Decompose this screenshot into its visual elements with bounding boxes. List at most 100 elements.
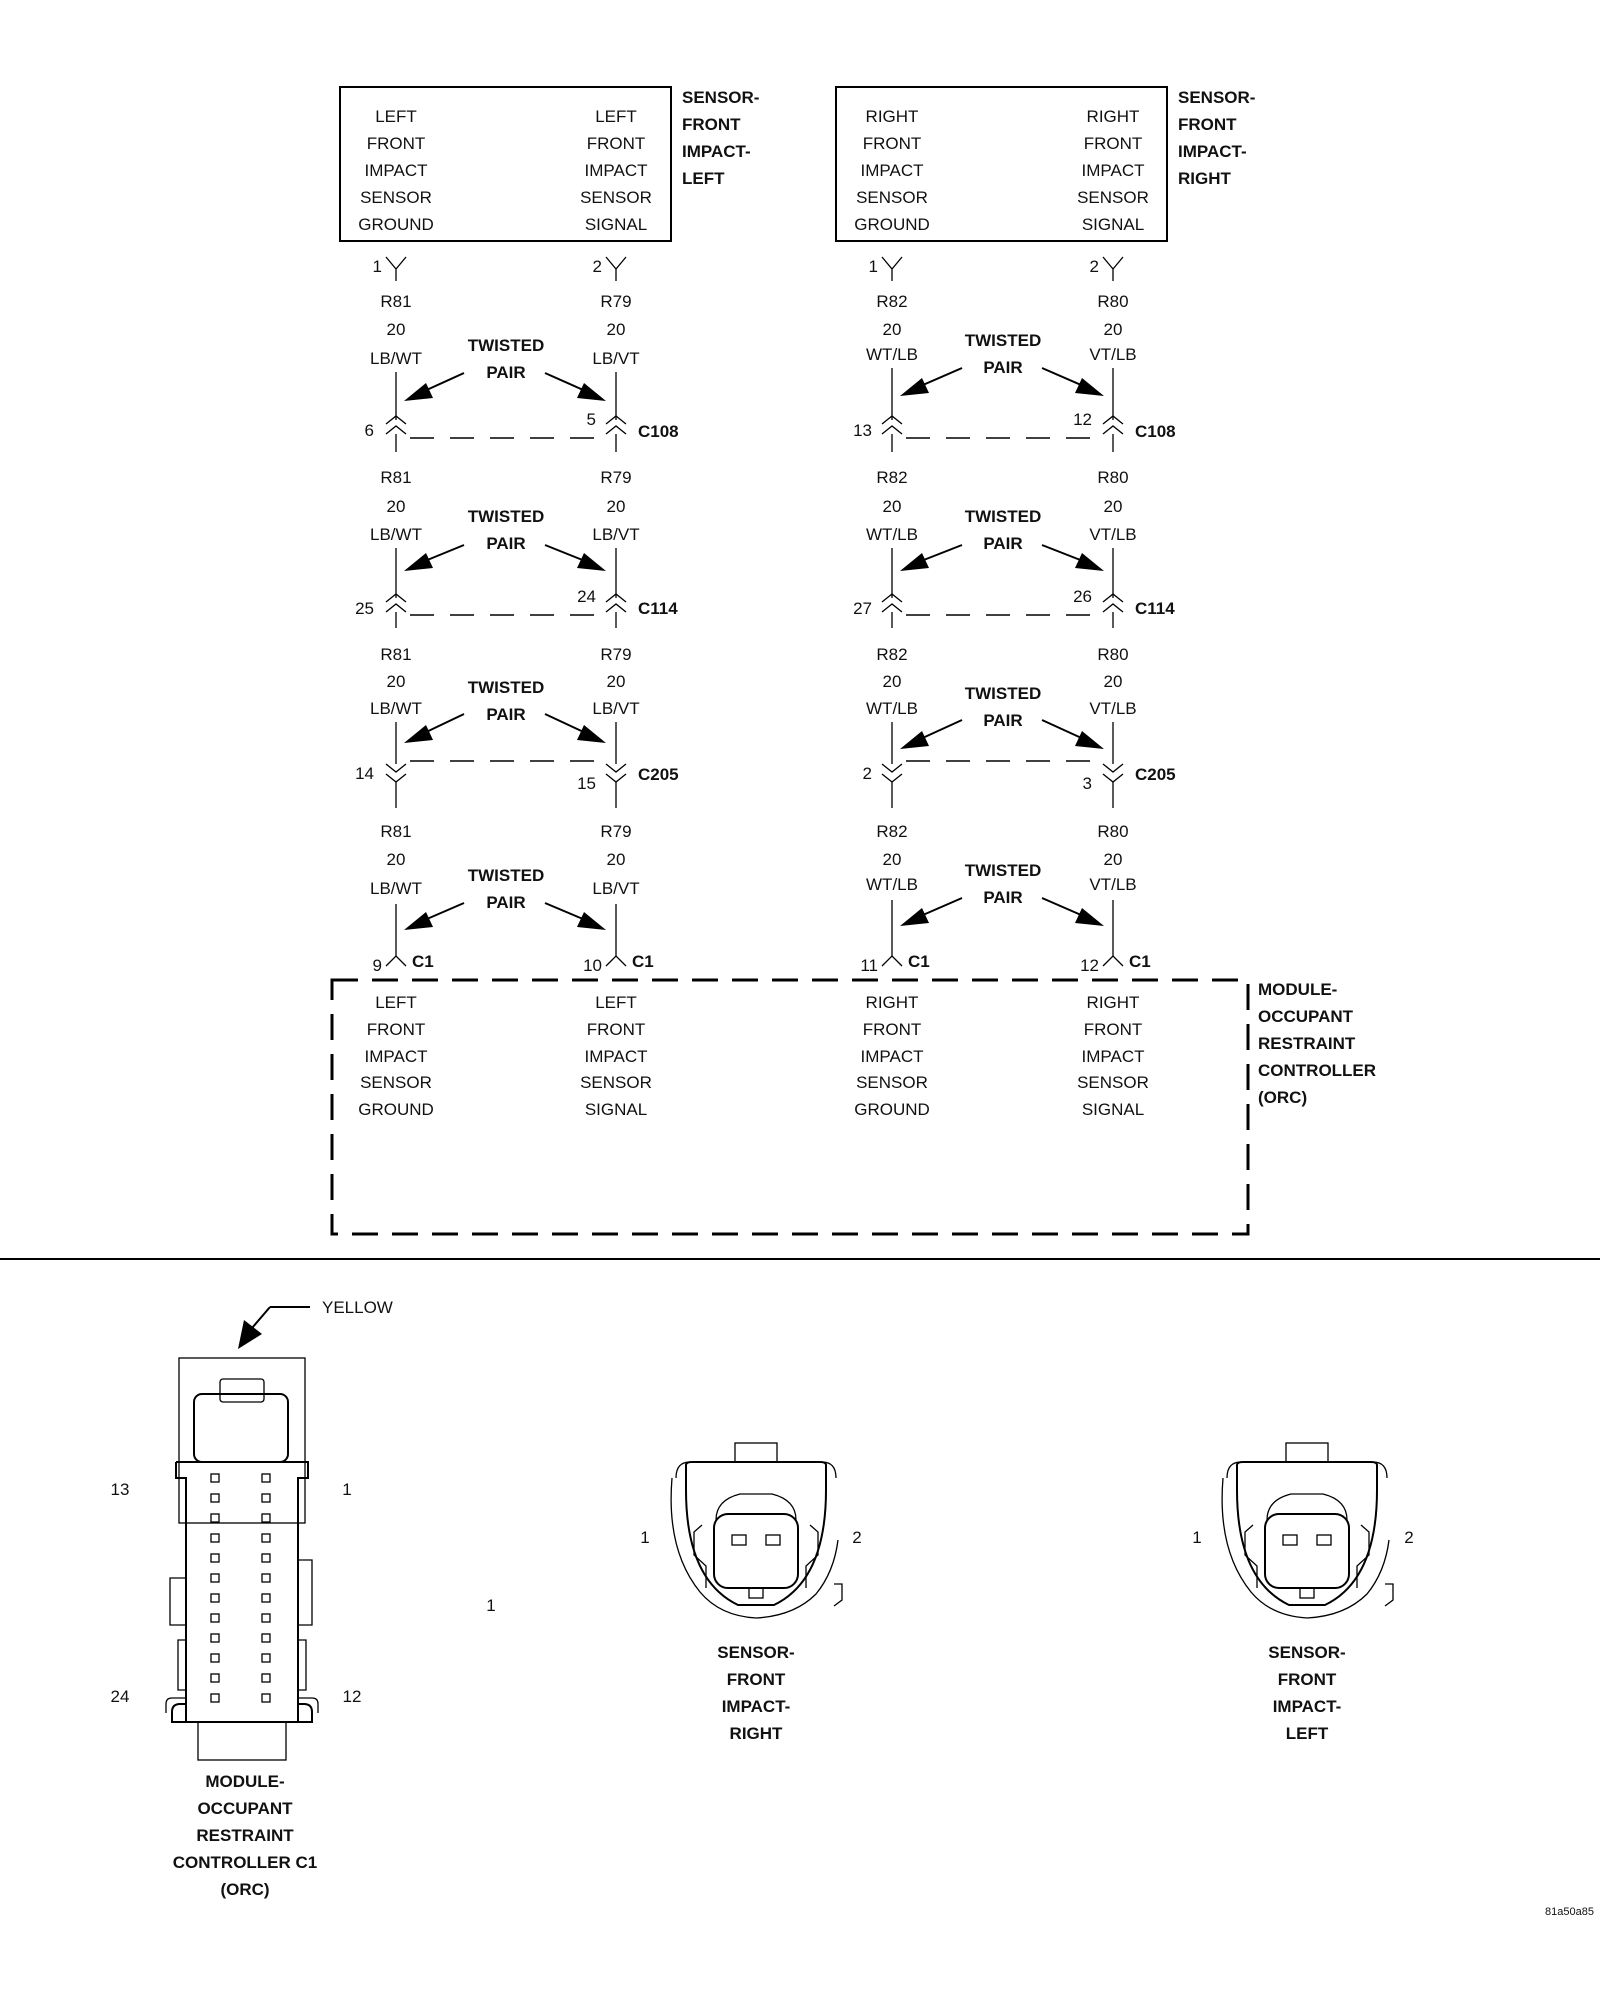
twisted-pair-arrow-left (404, 902, 465, 930)
connector-pin-label: 5 (587, 410, 596, 429)
connector-pin-label: 3 (1083, 774, 1092, 793)
sensor-right-ground-line: GROUND (854, 215, 930, 234)
module-column-line: RIGHT (866, 993, 919, 1012)
wire-gauge: 20 (883, 320, 902, 339)
module-column-line: GROUND (854, 1100, 930, 1119)
wire-gauge: 20 (387, 497, 406, 516)
wire-gauge: 20 (607, 497, 626, 516)
twisted-pair-label: PAIR (983, 711, 1022, 730)
connector-pin-label: 12 (1080, 956, 1099, 975)
wire-gauge: 20 (883, 497, 902, 516)
sensor-left-view-name-line: LEFT (1286, 1724, 1329, 1743)
wire-gauge: 20 (1104, 850, 1123, 869)
module-column-line: IMPACT (1082, 1047, 1145, 1066)
wire-color: WT/LB (866, 345, 918, 364)
twisted-pair-arrow-right (1041, 719, 1104, 749)
sensor-left-view-name-line: SENSOR- (1268, 1643, 1345, 1662)
module-column-line: GROUND (358, 1100, 434, 1119)
sensor-left-pin-label: 1 (1192, 1528, 1201, 1547)
orc-pin-label: 24 (111, 1687, 130, 1706)
sensor-right-signal-line: FRONT (1084, 134, 1143, 153)
twisted-pair-label: TWISTED (965, 331, 1042, 350)
sensor-left-name-line: SENSOR- (682, 88, 759, 107)
module-name-line: (ORC) (1258, 1088, 1307, 1107)
twisted-pair-label: PAIR (486, 534, 525, 553)
module-column-line: SENSOR (360, 1073, 432, 1092)
connector-name: C114 (1135, 599, 1175, 618)
wire-color: VT/LB (1089, 875, 1136, 894)
sensor-right-signal-line: SIGNAL (1082, 215, 1144, 234)
module-column-line: FRONT (863, 1020, 922, 1039)
sensor-left-ground-line: GROUND (358, 215, 434, 234)
sensor-left-view-name-line: IMPACT- (1273, 1697, 1342, 1716)
module-column-line: SENSOR (580, 1073, 652, 1092)
twisted-pair-label: TWISTED (965, 861, 1042, 880)
wire-color: LB/VT (592, 349, 639, 368)
module-column-line: IMPACT (861, 1047, 924, 1066)
wire-color: LB/WT (370, 879, 422, 898)
wire-color: VT/LB (1089, 345, 1136, 364)
sensor-left-signal-line: IMPACT (585, 161, 648, 180)
twisted-pair-arrow-left (404, 372, 465, 401)
wire-gauge: 20 (883, 850, 902, 869)
orc-cavity-grid (210, 1473, 271, 1703)
wire-gauge: 20 (883, 672, 902, 691)
sensor-left-ground-line: IMPACT (365, 161, 428, 180)
wire-gauge: 20 (387, 850, 406, 869)
connector-pin-label: 12 (1073, 410, 1092, 429)
wire-color: WT/LB (866, 699, 918, 718)
wire-circuit: R81 (380, 292, 411, 311)
sensor-left-signal-line: SENSOR (580, 188, 652, 207)
sensor-pin-label: 2 (1090, 257, 1099, 276)
connector-name: C1 (632, 952, 654, 971)
twisted-pair-arrow-right (544, 372, 606, 401)
connector-name: C205 (1135, 765, 1176, 784)
module-column-line: LEFT (595, 993, 637, 1012)
wire-circuit: R79 (600, 822, 631, 841)
wire-segment-3: R81 20 LB/WT R79 20 LB/VT TWISTED PAIR R… (370, 645, 1137, 764)
sensor-left-name-line: LEFT (682, 169, 725, 188)
sensor-right-name-line: IMPACT- (1178, 142, 1247, 161)
connector-pin-label: 24 (577, 587, 596, 606)
connector-pin-label: 25 (355, 599, 374, 618)
sensor-right-signal-line: RIGHT (1087, 107, 1140, 126)
wire-circuit: R81 (380, 645, 411, 664)
connector-name: C108 (1135, 422, 1176, 441)
sensor-right-name-line: SENSOR- (1178, 88, 1255, 107)
connector-pin-label: 9 (373, 956, 382, 975)
wire-circuit: R80 (1097, 292, 1128, 311)
module-name-line: OCCUPANT (1258, 1007, 1354, 1026)
twisted-pair-label: PAIR (486, 705, 525, 724)
wire-color: LB/VT (592, 525, 639, 544)
twisted-pair-arrow-left (900, 719, 963, 749)
wire-color: LB/VT (592, 879, 639, 898)
wire-circuit: R80 (1097, 468, 1128, 487)
orc-pin-label: 12 (343, 1687, 362, 1706)
twisted-pair-arrow-right (544, 713, 606, 743)
sensor-right-connector-view: 1 2 SENSOR- FRONT IMPACT- RIGHT (640, 1442, 862, 1743)
connector-color-label: YELLOW (322, 1298, 393, 1317)
twisted-pair-label: TWISTED (468, 678, 545, 697)
sensor-right-view-name-line: IMPACT- (722, 1697, 791, 1716)
module-column-line: IMPACT (585, 1047, 648, 1066)
wire-color: VT/LB (1089, 699, 1136, 718)
twisted-pair-arrow-left (404, 713, 465, 743)
module-column-line: SENSOR (1077, 1073, 1149, 1092)
wire-circuit: R79 (600, 292, 631, 311)
sensor-pin-label: 1 (869, 257, 878, 276)
sensor-left-name-line: FRONT (682, 115, 741, 134)
twisted-pair-label: TWISTED (965, 684, 1042, 703)
sensor-right-view-name-line: SENSOR- (717, 1643, 794, 1662)
orc-pin-label: 13 (111, 1480, 130, 1499)
wire-color: LB/WT (370, 349, 422, 368)
sensor-right-pin-label: 1 (640, 1528, 649, 1547)
twisted-pair-label: PAIR (486, 893, 525, 912)
orc-c1-connector-view: YELLOW 13 1 24 12 MODULE- OCCUPANT RES (111, 1298, 393, 1899)
sensor-left-signal-line: SIGNAL (585, 215, 647, 234)
connector-pin-label: 11 (860, 956, 878, 975)
twisted-pair-label: TWISTED (965, 507, 1042, 526)
module-name-line: CONTROLLER (1258, 1061, 1376, 1080)
connector-c114: 25 24 27 26 C114 C114 (355, 587, 1175, 628)
wire-circuit: R79 (600, 645, 631, 664)
orc-view-name-line: OCCUPANT (197, 1799, 293, 1818)
